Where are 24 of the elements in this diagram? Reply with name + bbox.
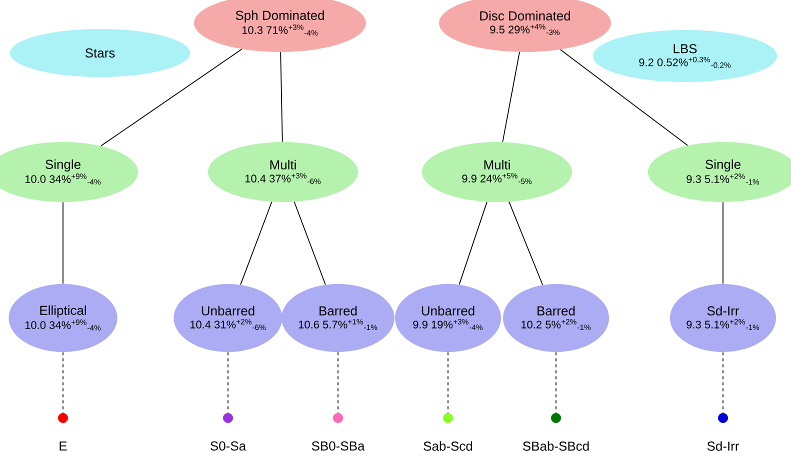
tree-line (240, 201, 272, 286)
tree-line (508, 201, 544, 286)
tree-line (560, 49, 688, 146)
dashed-line (722, 352, 724, 414)
tree-line (294, 201, 326, 286)
class-label: E (60, 442, 67, 450)
dot-marker (58, 413, 68, 423)
tree-line (100, 48, 242, 146)
tree-line (722, 202, 724, 284)
dot-marker (333, 413, 343, 423)
dot-marker (551, 413, 561, 423)
class-label: SB0-SBa (312, 441, 365, 451)
class-label: S0-Sa (210, 441, 246, 451)
tree-line (62, 202, 64, 284)
tree-line (280, 52, 283, 142)
dot-marker (718, 413, 728, 423)
tree-line (502, 52, 520, 142)
class-label: SBab-SBcd (523, 441, 589, 451)
tree-line (458, 201, 488, 286)
class-label: Sab-Scd (424, 441, 472, 451)
dashed-line (62, 352, 64, 414)
dot-marker (443, 413, 453, 423)
class-label: Sd-Irr (707, 441, 740, 451)
dot-marker (223, 413, 233, 423)
